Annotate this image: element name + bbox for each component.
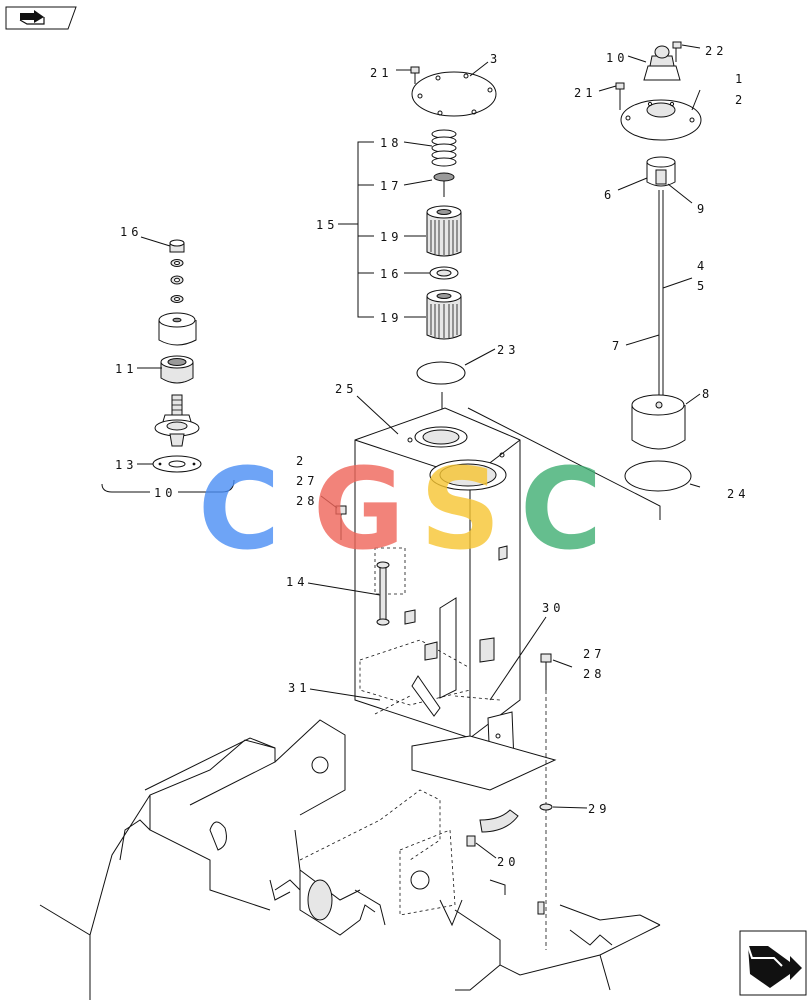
watermark-letter-s: S: [420, 445, 501, 575]
label-14: 14: [286, 575, 308, 589]
next-page-button[interactable]: [739, 930, 807, 996]
label-3: 3: [490, 52, 501, 66]
label-18: 18: [380, 136, 402, 150]
left-valve-assembly: [152, 239, 202, 473]
label-10-left: 10: [154, 486, 176, 500]
label-5: 5: [697, 279, 708, 293]
label-4: 4: [697, 259, 708, 273]
label-16-left: 16: [120, 225, 142, 239]
label-7: 7: [612, 339, 623, 353]
label-17: 17: [380, 179, 402, 193]
label-27-right: 27: [583, 647, 605, 661]
label-10-top: 10: [606, 51, 628, 65]
label-29: 29: [588, 802, 610, 816]
label-21-right: 21: [574, 86, 596, 100]
label-23: 23: [497, 343, 519, 357]
filter-assembly: [410, 66, 497, 440]
label-31: 31: [288, 681, 310, 695]
label-30: 30: [542, 601, 564, 615]
label-11: 11: [115, 362, 137, 376]
watermark-letter-g: G: [313, 445, 405, 575]
watermark-letter-c2: C: [520, 445, 602, 575]
label-8: 8: [702, 387, 713, 401]
part-number-labels: 21 3 10 22 21 1 2 6 9 4 5 7 8 24 18 17 1…: [115, 44, 749, 869]
bolts: [335, 505, 553, 950]
label-13: 13: [115, 458, 137, 472]
label-27-left: 27: [296, 474, 318, 488]
label-15: 15: [316, 218, 338, 232]
label-28-right: 28: [583, 667, 605, 681]
cgsc-watermark: C G S C: [198, 445, 602, 575]
watermark-letter-c1: C: [198, 445, 280, 575]
label-19-lower: 19: [380, 311, 402, 325]
previous-page-button[interactable]: [5, 6, 77, 30]
label-9: 9: [697, 202, 708, 216]
label-21-top: 21: [370, 66, 392, 80]
label-22: 22: [705, 44, 727, 58]
label-19-upper: 19: [380, 230, 402, 244]
machine-frame: [39, 719, 661, 1000]
label-2-tank: 2: [296, 454, 307, 468]
label-28-left: 28: [296, 494, 318, 508]
label-2: 2: [735, 93, 746, 107]
leader-lines: [101, 44, 701, 859]
hydraulic-tank: [354, 407, 661, 847]
label-20: 20: [497, 855, 519, 869]
next-page-arrow-icon: [747, 945, 802, 988]
label-16-center: 16: [380, 267, 402, 281]
label-24: 24: [727, 487, 749, 501]
level-gauge-assembly: [615, 41, 702, 492]
label-1: 1: [735, 72, 746, 86]
previous-page-arrow-icon: [19, 10, 45, 25]
label-25: 25: [335, 382, 357, 396]
label-6: 6: [604, 188, 615, 202]
